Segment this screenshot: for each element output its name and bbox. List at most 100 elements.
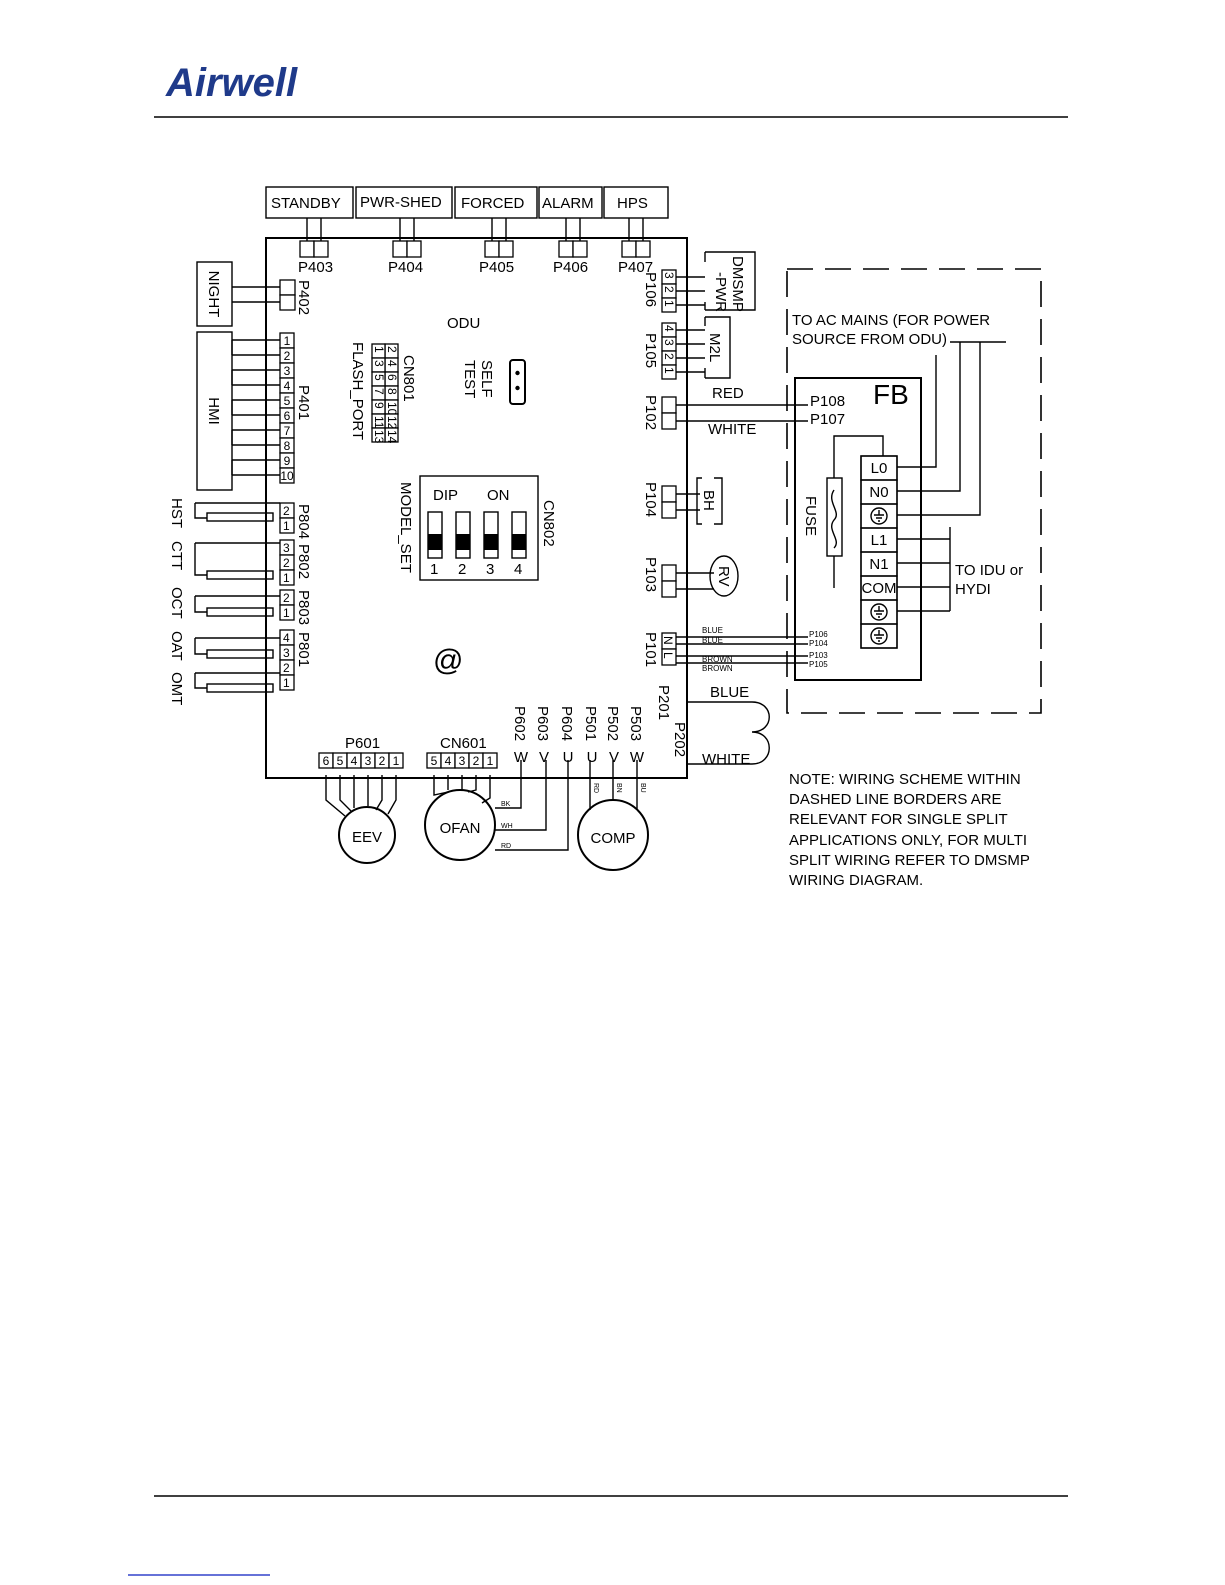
wiring-note: NOTE: WIRING SCHEME WITHIN DASHED LINE B… xyxy=(789,771,1030,889)
rv-coil xyxy=(709,555,739,597)
ground-icon xyxy=(870,507,888,525)
dip-label: DIP xyxy=(433,487,458,504)
motor-port-label: P501 xyxy=(582,706,599,741)
to-idu-label: TO IDU or xyxy=(955,562,1023,579)
cn801-pin-number: 11 xyxy=(372,416,386,429)
at-symbol: @ xyxy=(433,644,463,677)
p601-pin-number: 5 xyxy=(337,754,344,768)
pwr-shed-label: PWR-SHED xyxy=(360,194,442,211)
ac-mains-line2: SOURCE FROM ODU) xyxy=(792,331,947,348)
hmi-pin-number: 6 xyxy=(284,409,291,423)
m2l-label: M2L xyxy=(706,333,723,362)
header: Airwell xyxy=(154,61,1068,118)
standby-box xyxy=(265,186,354,219)
svg-text:BN: BN xyxy=(615,783,622,793)
p802-label: P802 xyxy=(295,544,312,579)
cn601-pin-number: 1 xyxy=(487,754,494,768)
p107-label: P107 xyxy=(810,411,845,428)
ofan-motor xyxy=(424,789,496,861)
footer xyxy=(128,1495,1068,1576)
cn601-pin-number: 2 xyxy=(473,754,480,768)
p402-label: P402 xyxy=(295,280,312,315)
p201-label: P201 xyxy=(655,685,672,720)
odu-label: ODU xyxy=(447,315,480,332)
alarm-label: ALARM xyxy=(542,195,594,212)
motor-phase-label: U xyxy=(563,749,574,766)
rv-label: RV xyxy=(715,566,732,587)
svg-text:N: N xyxy=(661,636,675,645)
top-connectors: STANDBY PWR-SHED FORCED ALARM HPS P403 P… xyxy=(265,186,669,276)
cn801-pin-number: 3 xyxy=(372,360,386,367)
hmi-pin-number: 5 xyxy=(284,394,291,408)
cn801-pin-number: 8 xyxy=(385,388,399,395)
p202-label: P202 xyxy=(671,722,688,757)
omt-label: OMT xyxy=(168,672,185,705)
fb-board xyxy=(794,377,922,681)
hmi-label: HMI xyxy=(205,397,222,425)
hmi-pin-number: 7 xyxy=(284,424,291,438)
forced-box xyxy=(454,186,538,219)
p102-label: P102 xyxy=(642,395,659,430)
svg-text:RD: RD xyxy=(501,843,511,850)
svg-text:WH: WH xyxy=(501,823,513,830)
hst-label: HST xyxy=(168,498,185,528)
red-wire-label: RED xyxy=(712,385,744,402)
cn601-label: CN601 xyxy=(440,735,487,752)
svg-text:4: 4 xyxy=(283,631,290,645)
cn801-pin-number: 4 xyxy=(385,360,399,367)
svg-text:3: 3 xyxy=(283,541,290,555)
svg-text:RELEVANT FOR SINGLE SPLIT: RELEVANT FOR SINGLE SPLIT xyxy=(789,811,1008,828)
svg-text:2: 2 xyxy=(458,561,466,578)
p101-label: P101 xyxy=(642,632,659,667)
motor-phase-label: V xyxy=(539,749,549,766)
p601-pin-number: 2 xyxy=(379,754,386,768)
svg-text:3: 3 xyxy=(486,561,494,578)
svg-text:DASHED LINE BORDERS ARE: DASHED LINE BORDERS ARE xyxy=(789,791,1002,808)
dmsmp-label: DMSMP xyxy=(729,256,746,312)
cn802-label: CN802 xyxy=(540,500,557,547)
pwr-shed-box xyxy=(355,186,453,219)
cn801-pin-number: 13 xyxy=(372,430,386,444)
night-connector: NIGHT P402 xyxy=(196,261,312,327)
cn801-pin xyxy=(371,427,386,443)
svg-text:2: 2 xyxy=(283,661,290,675)
cn801-pin-number: 5 xyxy=(372,374,386,381)
svg-text:BK: BK xyxy=(501,801,511,808)
dmsmp-pwr-label: -PWR xyxy=(712,272,729,312)
eev-motor xyxy=(338,806,396,864)
svg-text:APPLICATIONS ONLY, FOR MULTI: APPLICATIONS ONLY, FOR MULTI xyxy=(789,832,1027,849)
single-split-dashed-border xyxy=(786,268,1042,714)
white-wire-label: WHITE xyxy=(708,421,756,438)
p601-pin-number: 3 xyxy=(365,754,372,768)
fb-terminal-label: N0 xyxy=(869,484,888,501)
svg-text:2: 2 xyxy=(662,286,676,293)
p601-pin-number: 1 xyxy=(393,754,400,768)
ground-icon xyxy=(870,627,888,645)
svg-text:1: 1 xyxy=(283,571,290,585)
model-set-label: MODEL_SET xyxy=(397,482,414,573)
fb-terminal-label: N1 xyxy=(869,556,888,573)
ground-icon xyxy=(870,603,888,621)
svg-text:RD: RD xyxy=(592,783,599,793)
svg-text:P106: P106 xyxy=(809,630,828,639)
motor-phase-label: W xyxy=(630,749,645,766)
svg-text:3: 3 xyxy=(283,646,290,660)
hps-box xyxy=(603,186,669,219)
p405-label: P405 xyxy=(479,259,514,276)
svg-text:L: L xyxy=(661,652,675,659)
cn801-pin-number: 7 xyxy=(372,388,386,395)
svg-text:P105: P105 xyxy=(809,660,828,669)
svg-text:BLUE: BLUE xyxy=(702,626,723,635)
svg-text:1: 1 xyxy=(430,561,438,578)
hmi-pin-number: 1 xyxy=(284,334,291,348)
p406-label: P406 xyxy=(553,259,588,276)
ac-mains-line1: TO AC MAINS (FOR POWER xyxy=(792,312,990,329)
dip-switch-knob xyxy=(428,534,442,550)
hydi-label: HYDI xyxy=(955,581,991,598)
cn601-pin-number: 5 xyxy=(431,754,438,768)
cn801-pin-number: 6 xyxy=(385,374,399,381)
cn801-pin-number: 9 xyxy=(372,402,386,409)
